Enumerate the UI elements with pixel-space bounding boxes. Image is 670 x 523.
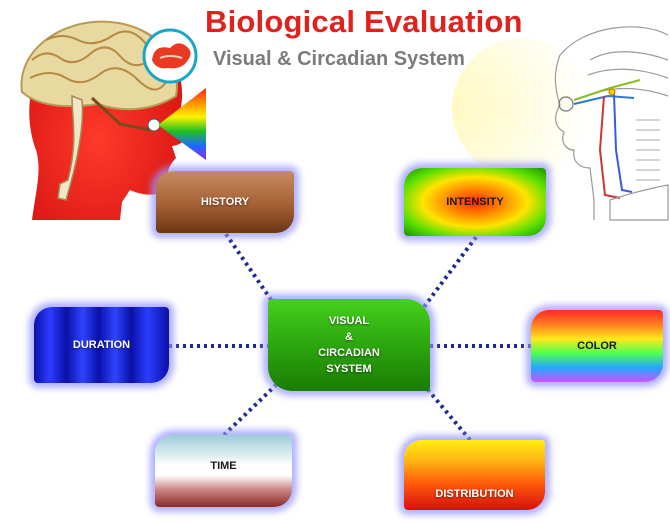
diagram-title: Biological Evaluation: [205, 4, 523, 39]
color-node: COLOR: [531, 310, 663, 382]
intensity-node: INTENSITY: [404, 168, 546, 236]
intensity-label: INTENSITY: [446, 196, 504, 208]
history-node: HISTORY: [156, 171, 294, 233]
distribution-label: DISTRIBUTION: [435, 488, 514, 500]
connector-intensity: [422, 235, 478, 309]
head-brain-icon: [20, 20, 206, 220]
center-label-line-1: VISUAL: [328, 315, 370, 327]
duration-node: DURATION: [34, 307, 169, 383]
center-label: VISUAL & CIRCADIAN SYSTEM: [318, 313, 380, 377]
connector-history: [224, 232, 278, 309]
center-label-line-3: CIRCADIAN: [318, 347, 380, 359]
history-label: HISTORY: [200, 196, 250, 208]
distribution-node: DISTRIBUTION: [404, 440, 545, 510]
connector-time: [222, 383, 278, 437]
time-label: TIME: [210, 460, 237, 472]
eye-anatomy-icon: [142, 28, 198, 84]
center-label-line-4: SYSTEM: [326, 363, 372, 375]
color-label: COLOR: [577, 340, 617, 352]
duration-label: DURATION: [72, 339, 131, 351]
connector-distribution: [422, 383, 472, 442]
center-node: VISUAL & CIRCADIAN SYSTEM: [268, 299, 430, 391]
time-node: TIME: [155, 435, 292, 507]
diagram-subtitle: Visual & Circadian System: [213, 48, 465, 70]
connectors: [169, 232, 531, 442]
center-label-line-2: &: [345, 331, 353, 343]
visual-pathway-sketch-icon: [452, 26, 669, 221]
